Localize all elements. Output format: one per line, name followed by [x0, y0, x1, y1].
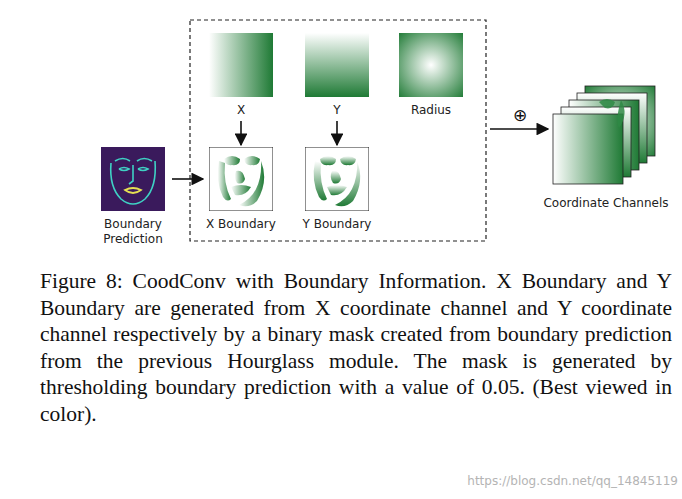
concat-arrow	[490, 128, 548, 130]
boundary-prediction-image: Boundary Prediction	[96, 147, 170, 247]
coordinate-channel: X	[196, 33, 286, 118]
figure-svg	[305, 33, 369, 97]
masked-region	[218, 161, 231, 201]
masked-region	[335, 161, 360, 206]
channel-sheet	[553, 114, 623, 184]
node-label: X	[196, 103, 286, 118]
figure-svg	[551, 84, 661, 192]
node-figure	[399, 33, 463, 97]
coordinate-channel: Y	[292, 33, 382, 118]
arrow-connector	[240, 121, 242, 145]
masked-region	[327, 185, 347, 195]
node-figure	[305, 33, 369, 97]
masked-region	[340, 156, 356, 165]
gradient-square	[399, 33, 463, 97]
arrow-connector	[172, 178, 203, 180]
gradient-square	[209, 33, 273, 97]
coordinate-channel: Radius	[386, 33, 476, 118]
face-boundary-line	[137, 159, 152, 162]
mask-square	[305, 147, 369, 211]
gradient-square	[305, 33, 369, 97]
masked-region	[314, 161, 327, 201]
node-label: X Boundary	[196, 217, 286, 232]
lip-boundary	[125, 188, 141, 193]
masked-region	[224, 156, 240, 165]
node-figure	[209, 33, 273, 97]
boundary-channel: Y Boundary	[292, 147, 382, 232]
watermark: https://blog.csdn.net/qq_14845119	[420, 472, 678, 490]
masked-region	[231, 185, 251, 195]
masked-region	[239, 161, 264, 206]
masked-region	[235, 171, 245, 184]
face-boundary-line	[138, 168, 148, 171]
face-boundary-line	[111, 161, 156, 204]
face-boundary-line	[115, 159, 130, 162]
masked-region	[331, 171, 341, 184]
node-figure	[551, 84, 661, 192]
mask-square	[209, 147, 273, 211]
figure-svg	[399, 33, 463, 97]
figure-caption: Figure 8: CoodConv with Boundary Informa…	[40, 268, 672, 428]
concat-symbol: ⊕	[506, 106, 534, 124]
heatmap-background	[101, 147, 165, 211]
node-label: Y	[292, 103, 382, 118]
node-label: Coordinate Channels	[540, 196, 672, 211]
figure-svg	[305, 147, 369, 211]
node-figure	[305, 147, 369, 211]
channel-stack: Coordinate Channels	[540, 84, 672, 211]
figure-svg	[209, 33, 273, 97]
dashed-group-box	[190, 20, 486, 241]
node-figure	[101, 147, 165, 211]
arrow-connector	[336, 121, 338, 145]
node-label: Y Boundary	[292, 217, 382, 232]
masked-region	[320, 156, 336, 165]
face-boundary-line	[119, 168, 129, 171]
boundary-sheet-marks	[599, 99, 625, 128]
figure-svg	[209, 147, 273, 211]
node-label: Boundary Prediction	[96, 217, 170, 247]
masked-region	[244, 156, 260, 165]
node-figure	[209, 147, 273, 211]
node-label: Radius	[386, 103, 476, 118]
face-boundary-line	[129, 165, 133, 184]
boundary-channel: X Boundary	[196, 147, 286, 232]
figure-svg	[101, 147, 165, 211]
